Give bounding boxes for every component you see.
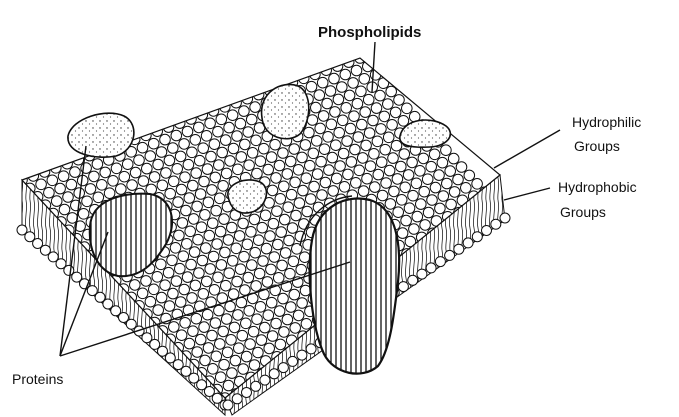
- integral-protein-large: [310, 199, 399, 374]
- label-hydrophobic-groups: Groups: [560, 204, 606, 220]
- protein-blob-top-center: [262, 84, 309, 138]
- label-proteins: Proteins: [12, 371, 63, 387]
- label-phospholipids: Phospholipids: [318, 24, 421, 41]
- label-hydrophobic: Hydrophobic: [558, 179, 637, 195]
- hydrophobic-leader: [504, 188, 550, 200]
- protein-blob-left: [68, 113, 134, 157]
- hydrophilic-leader: [494, 130, 560, 168]
- label-hydrophilic-groups: Groups: [574, 138, 620, 154]
- protein-blob-right: [400, 120, 451, 147]
- label-hydrophilic: Hydrophilic: [572, 114, 641, 130]
